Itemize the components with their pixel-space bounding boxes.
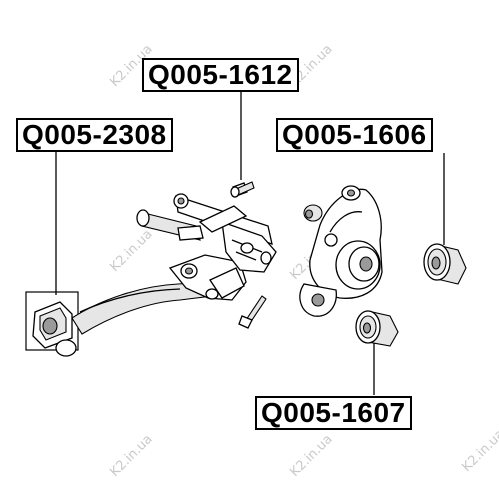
bolt-lower [238, 295, 267, 329]
small-bushing [303, 204, 323, 222]
bolt-upper [230, 181, 255, 198]
bushing-1606 [423, 243, 467, 285]
part-label-q005-1606: Q005-1606 [276, 118, 433, 152]
bushing-2308 [32, 301, 77, 357]
knuckle [299, 185, 383, 317]
part-label-q005-1612: Q005-1612 [142, 58, 299, 92]
upper-arm-assembly [136, 193, 277, 273]
part-label-q005-1607: Q005-1607 [255, 396, 412, 430]
bushing-1607 [355, 310, 399, 347]
trailing-arm [71, 254, 247, 335]
part-label-q005-2308: Q005-2308 [16, 118, 173, 152]
